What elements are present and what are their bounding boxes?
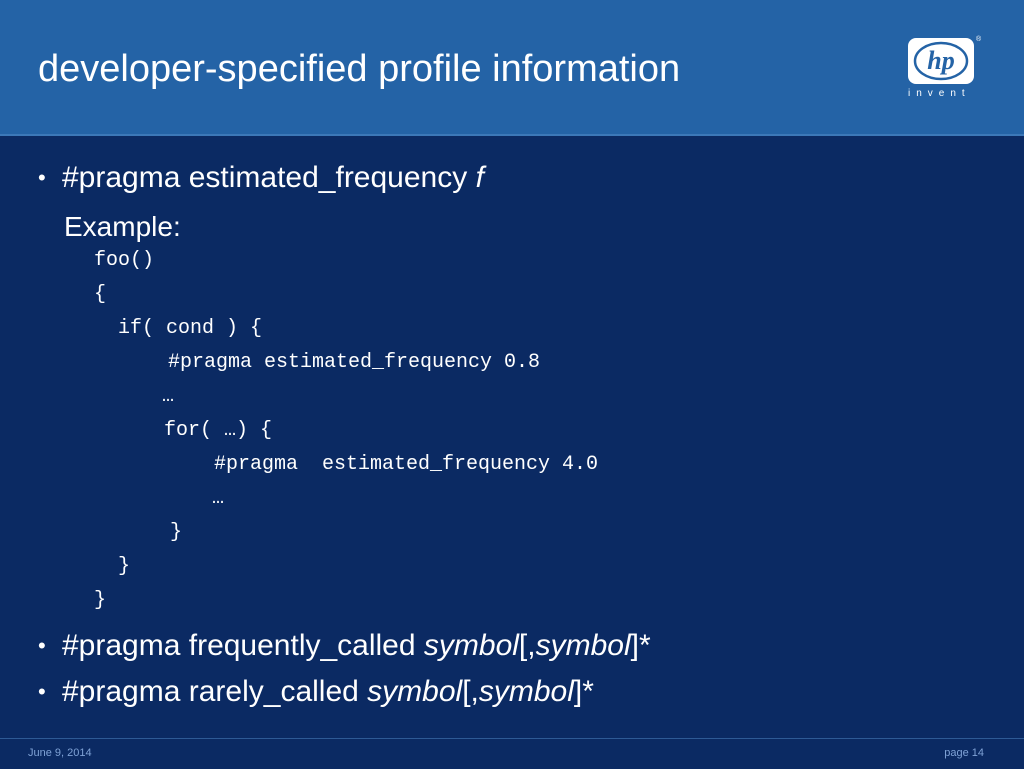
example-label: Example: (64, 211, 181, 242)
bullet-dot-icon: • (38, 633, 46, 658)
logo-trademark: ® (976, 36, 982, 43)
slide-footer: June 9, 2014 page 14 (0, 738, 1024, 769)
bullet-italic-text: symbol (535, 629, 631, 662)
hp-logo-icon: hp (908, 38, 974, 84)
bullet-estimated-frequency: #pragma estimated_frequency f (62, 160, 484, 196)
logo-tagline: invent (908, 88, 971, 99)
bullet-text: [, (518, 629, 536, 662)
footer-page-number: page 14 (944, 747, 984, 759)
code-line: … (162, 385, 175, 408)
footer-date: June 9, 2014 (28, 747, 92, 759)
bullet-italic-text: symbol (478, 675, 574, 708)
bullet-text: ]* (573, 675, 594, 708)
bullet-text: ]* (630, 629, 651, 662)
code-line: for( …) { (164, 419, 273, 442)
slide-body: • #pragma estimated_frequency f Example:… (0, 136, 1024, 736)
code-line: } (94, 589, 107, 612)
code-line: } (170, 521, 183, 544)
slide-title: developer-specified profile information (38, 48, 681, 90)
bullet-italic-text: f (475, 161, 484, 194)
slide-header: developer-specified profile information … (0, 0, 1024, 136)
code-line: … (212, 487, 225, 510)
code-line: } (118, 555, 131, 578)
code-line: #pragma estimated_frequency 4.0 (214, 453, 599, 476)
bullet-rarely-called: #pragma rarely_called symbol[,symbol]* (62, 674, 594, 710)
hp-invent-logo: hp ® invent (906, 36, 982, 104)
code-line: if( cond ) { (118, 317, 263, 340)
bullet-dot-icon: • (38, 165, 46, 190)
bullet-text: #pragma rarely_called (62, 675, 368, 708)
bullet-frequently-called: #pragma frequently_called symbol[,symbol… (62, 628, 651, 664)
bullet-text: [, (462, 675, 479, 708)
bullet-italic-text: symbol (367, 675, 463, 708)
bullet-text: #pragma frequently_called (62, 629, 424, 662)
code-line: #pragma estimated_frequency 0.8 (168, 351, 541, 374)
bullet-italic-text: symbol (423, 629, 519, 662)
svg-text:hp: hp (927, 46, 954, 75)
code-line: foo() (94, 249, 155, 272)
code-line: { (94, 283, 107, 306)
bullet-dot-icon: • (38, 679, 46, 704)
bullet-text: #pragma estimated_frequency (62, 161, 476, 194)
